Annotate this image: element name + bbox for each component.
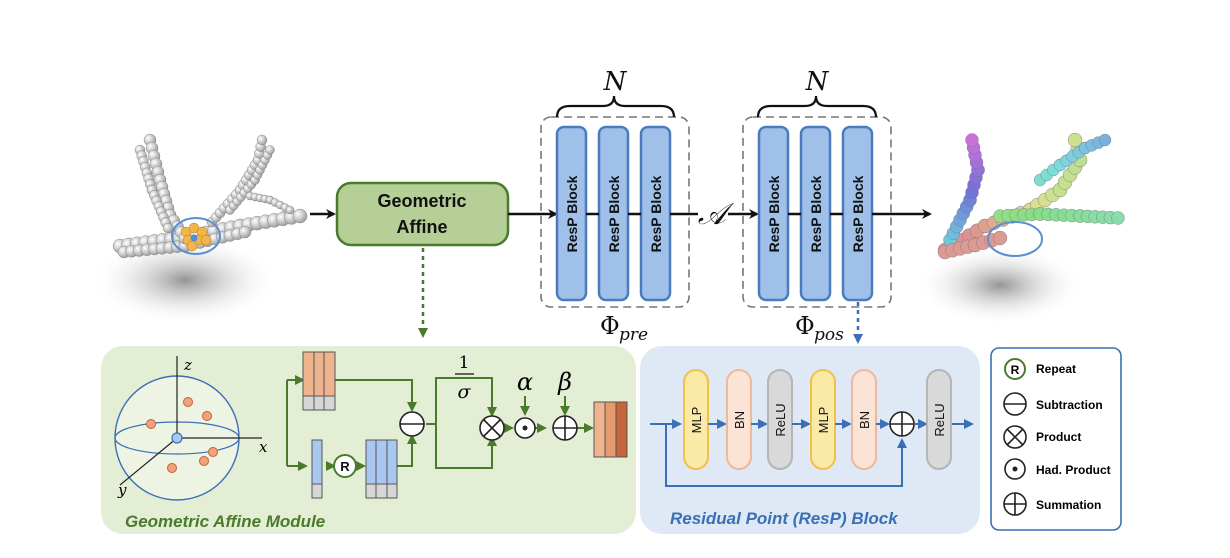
resp-layer-label-1: MLP — [689, 407, 704, 434]
resp-layer-label-5: BN — [857, 411, 872, 429]
pos-resp-block-2: ResP Block — [799, 125, 832, 302]
legend-subtraction: Subtraction — [1036, 398, 1103, 412]
feature-map-repeated — [365, 439, 398, 499]
geometric-affine-label-1: Geometric — [377, 191, 466, 211]
pos-resp-block-label-3: ResP Block — [850, 175, 866, 252]
resp-layer-mlp-4: MLP — [810, 369, 836, 470]
brace-pos — [756, 95, 878, 118]
subtraction-icon — [1003, 392, 1027, 416]
pos-resp-block-3: ResP Block — [841, 125, 874, 302]
input-point-cloud — [90, 133, 308, 325]
phi-pos-subscript: pos — [814, 325, 844, 345]
geometric-affine-box: Geometric Affine — [335, 181, 510, 247]
hadamard-product-icon — [1004, 458, 1026, 480]
summation-op — [552, 415, 578, 441]
resp-block-panel: Residual Point (ResP) Block MLP BN ReLU MLP… — [640, 346, 980, 534]
one-label: 1 — [459, 353, 470, 373]
axis-z: z — [183, 356, 192, 374]
resp-layer-label-3: ReLU — [773, 403, 788, 436]
pre-resp-block-2: ResP Block — [597, 125, 630, 302]
highlighted-points — [180, 222, 212, 252]
alpha-label: α — [517, 368, 533, 396]
phi-pre-symbol: Φ — [600, 312, 620, 340]
coordinate-sphere: z x y — [114, 356, 268, 501]
resp-layer-mlp-1: MLP — [683, 369, 709, 470]
repeat-op-label: R — [340, 459, 350, 474]
gam-title: Geometric Affine Module — [125, 512, 325, 531]
pre-resp-block-label-2: ResP Block — [606, 175, 622, 252]
phi-pre-stage: N ResP Block ResP Block ResP Block Φ pre — [540, 67, 690, 345]
pre-resp-block-label-3: ResP Block — [648, 175, 664, 252]
axis-y: y — [117, 481, 127, 499]
legend-hadamard: Had. Product — [1036, 463, 1111, 477]
n-label-pos: N — [805, 67, 830, 97]
pre-resp-block-3: ResP Block — [639, 125, 672, 302]
axis-x: x — [259, 438, 268, 456]
resp-layer-label-6: ReLU — [932, 403, 947, 436]
legend-repeat: Repeat — [1036, 362, 1076, 376]
resp-layer-label-2: BN — [732, 411, 747, 429]
phi-pre-subscript: pre — [619, 325, 648, 345]
pre-resp-block-1: ResP Block — [555, 125, 588, 302]
hadamard-op — [514, 417, 536, 439]
output-point-cloud — [915, 132, 1125, 325]
geometric-affine-label-2: Affine — [397, 217, 448, 237]
resp-layer-bn-2: BN — [726, 369, 752, 470]
feature-map-orange — [302, 351, 336, 411]
product-icon — [1003, 425, 1027, 449]
feature-map-center — [311, 439, 323, 499]
product-op — [479, 415, 505, 441]
beta-label: β — [557, 368, 572, 396]
legend-product: Product — [1036, 430, 1081, 444]
repeat-icon-label: R — [1011, 363, 1020, 377]
geometric-affine-module-panel: Geometric Affine Module z x y — [101, 346, 636, 534]
resp-layer-relu-3: ReLU — [767, 369, 793, 470]
brace-pre — [555, 95, 676, 118]
legend-summation: Summation — [1036, 498, 1101, 512]
airplane-points — [112, 133, 308, 259]
resp-layer-relu-6: ReLU — [926, 369, 952, 470]
sigma-label: σ — [458, 381, 472, 403]
summation-icon — [1003, 492, 1027, 516]
airplane-points-colored — [937, 132, 1125, 260]
subtraction-op — [399, 411, 425, 437]
phi-pos-stage: N ResP Block ResP Block ResP Block Φ pos — [742, 67, 892, 345]
repeat-icon: R — [1004, 358, 1026, 380]
highlight-circle-output — [987, 221, 1043, 257]
legend: R Repeat Subtraction Product Had. Produc… — [990, 347, 1122, 531]
n-label-pre: N — [603, 67, 628, 97]
pre-resp-block-label-1: ResP Block — [564, 175, 580, 252]
pos-resp-block-1: ResP Block — [757, 125, 790, 302]
resp-layer-bn-5: BN — [851, 369, 877, 470]
repeat-op: R — [333, 454, 357, 478]
pos-resp-block-label-1: ResP Block — [766, 175, 782, 252]
resp-title: Residual Point (ResP) Block — [670, 509, 899, 528]
resp-summation-op — [889, 411, 915, 437]
feature-map-output — [593, 401, 628, 458]
highlight-circle — [171, 217, 221, 255]
resp-layer-label-4: MLP — [816, 407, 831, 434]
phi-pos-symbol: Φ — [795, 312, 815, 340]
pos-resp-block-label-2: ResP Block — [808, 175, 824, 252]
